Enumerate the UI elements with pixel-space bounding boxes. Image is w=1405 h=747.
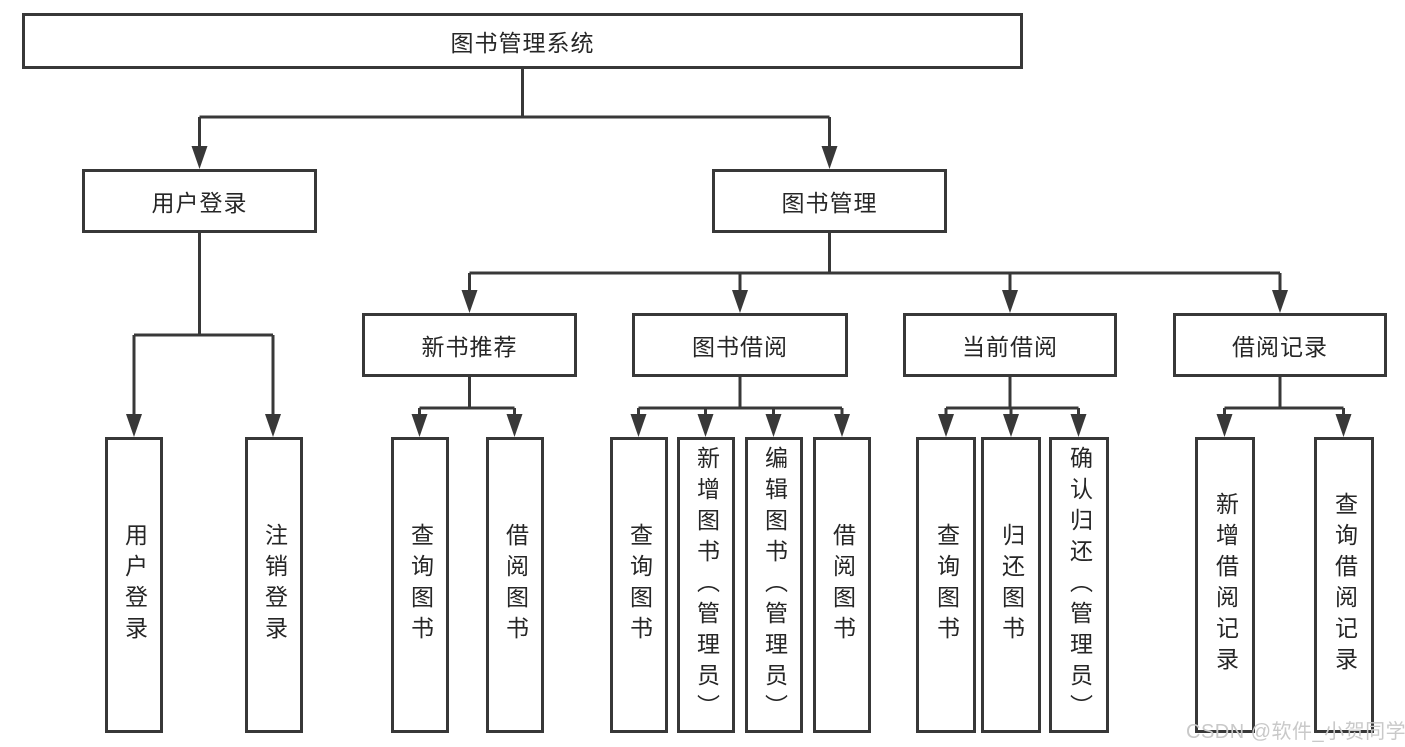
node-user-login: 用户登录 bbox=[82, 169, 317, 233]
edge-borrow-records-to-leaves bbox=[1216, 377, 1352, 437]
node-user-login-label: 用户登录 bbox=[151, 190, 248, 216]
node-book-borrow: 图书借阅 bbox=[632, 313, 848, 377]
leaf-add-books-admin: 新增图书（管理员） bbox=[677, 437, 735, 733]
edge-user-login-to-leaves bbox=[126, 233, 281, 437]
node-root-label: 图书管理系统 bbox=[450, 30, 595, 56]
edge-current-borrow-to-leaves bbox=[938, 377, 1087, 437]
leaf-return-books: 归还图书 bbox=[981, 437, 1041, 733]
leaf-borrow-books-recommend: 借阅图书 bbox=[486, 437, 544, 733]
leaf-user-login: 用户登录 bbox=[105, 437, 163, 733]
node-new-book-recommend-label: 新书推荐 bbox=[421, 334, 518, 360]
leaf-borrow-books-borrow: 借阅图书 bbox=[813, 437, 871, 733]
node-borrow-records-label: 借阅记录 bbox=[1232, 334, 1328, 360]
edge-book-management-to-level3 bbox=[461, 233, 1288, 313]
edge-new-book-recommend-to-leaves bbox=[411, 377, 523, 437]
node-book-management-label: 图书管理 bbox=[781, 190, 878, 216]
node-book-management: 图书管理 bbox=[712, 169, 947, 233]
node-borrow-records: 借阅记录 bbox=[1173, 313, 1387, 377]
node-root: 图书管理系统 bbox=[22, 13, 1023, 69]
leaf-edit-books-admin: 编辑图书（管理员） bbox=[745, 437, 803, 733]
node-new-book-recommend: 新书推荐 bbox=[362, 313, 577, 377]
edge-root-to-level2 bbox=[191, 69, 838, 169]
leaf-logout: 注销登录 bbox=[245, 437, 303, 733]
watermark-text: CSDN @软件_小贺同学 bbox=[1186, 721, 1405, 743]
edge-book-borrow-to-leaves bbox=[630, 377, 850, 437]
leaf-query-books-current: 查询图书 bbox=[916, 437, 976, 733]
leaf-add-borrow-record: 新增借阅记录 bbox=[1195, 437, 1255, 733]
leaf-query-borrow-record: 查询借阅记录 bbox=[1314, 437, 1374, 733]
leaf-confirm-return-admin: 确认归还（管理员） bbox=[1049, 437, 1109, 733]
leaf-query-books-borrow: 查询图书 bbox=[610, 437, 668, 733]
node-book-borrow-label: 图书借阅 bbox=[692, 334, 788, 360]
node-current-borrow: 当前借阅 bbox=[903, 313, 1117, 377]
leaf-query-books-recommend: 查询图书 bbox=[391, 437, 449, 733]
node-current-borrow-label: 当前借阅 bbox=[962, 334, 1058, 360]
